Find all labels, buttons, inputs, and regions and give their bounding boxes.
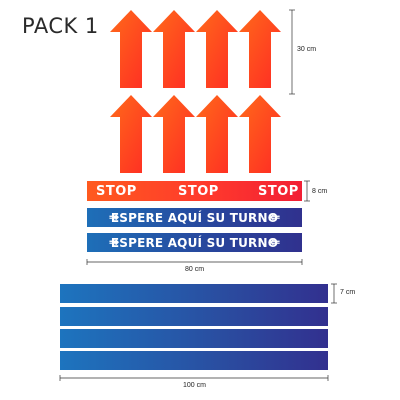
- dim-bar-width: 100 cm: [183, 382, 206, 389]
- dim-strip-width: 80 cm: [185, 266, 205, 273]
- stop-label: STOP: [258, 184, 299, 199]
- pack-title: PACK 1: [22, 14, 99, 38]
- stop-strip: STOP STOP STOP: [87, 181, 302, 201]
- stop-label: STOP: [178, 184, 219, 199]
- turn-strip: ⇒ ESPERE AQUÍ SU TURNO ⇐: [87, 208, 302, 227]
- turn-strip-text: ESPERE AQUÍ SU TURNO: [110, 211, 279, 225]
- dim-strip-height: 8 cm: [312, 188, 328, 195]
- arrow-left-dashed-icon: ⇐: [269, 210, 280, 224]
- blue-bar: [60, 284, 328, 303]
- turn-strip: ⇒ ESPERE AQUÍ SU TURNO ⇐: [87, 233, 302, 252]
- blue-bar: [60, 351, 328, 370]
- blue-bar: [60, 329, 328, 348]
- arrow-right-dashed-icon: ⇒: [109, 235, 120, 249]
- dim-arrow-height: 30 cm: [297, 46, 317, 53]
- blue-bar: [60, 307, 328, 326]
- arrow-right-dashed-icon: ⇒: [109, 210, 120, 224]
- turn-strip-text: ESPERE AQUÍ SU TURNO: [110, 236, 279, 250]
- dim-bar-height: 7 cm: [340, 289, 356, 296]
- arrow-left-dashed-icon: ⇐: [269, 235, 280, 249]
- stop-label: STOP: [96, 184, 137, 199]
